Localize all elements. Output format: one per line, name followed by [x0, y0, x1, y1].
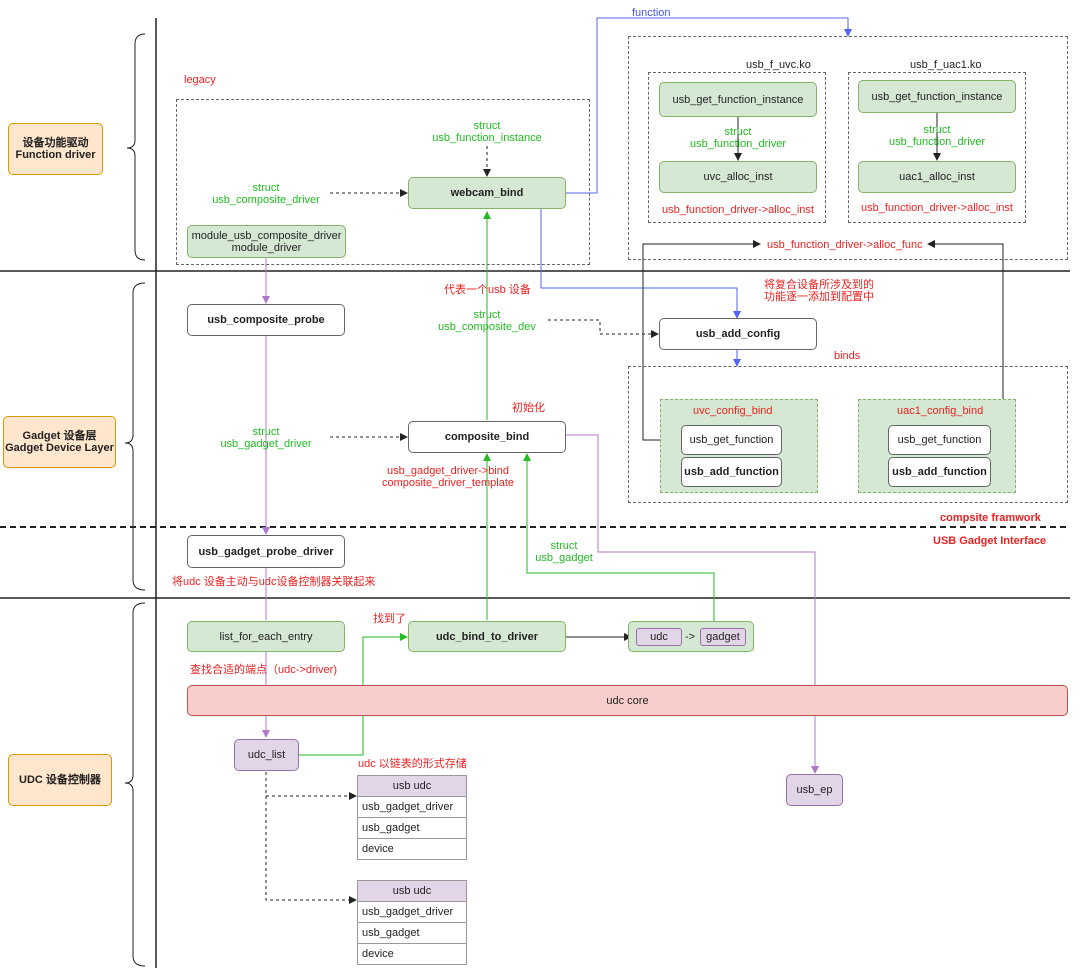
usb-udc-table: usb udc usb_gadget_driver usb_gadget dev…: [357, 880, 467, 965]
legacy-region: [176, 99, 590, 265]
udc-bind-to-driver: udc_bind_to_driver: [408, 621, 566, 652]
layer-gadget-device: Gadget 设备层 Gadget Device Layer: [3, 416, 116, 468]
uvc-get-function-instance: usb_get_function_instance: [659, 82, 817, 117]
brace: [124, 602, 146, 967]
usb-add-config: usb_add_config: [659, 318, 817, 350]
struct-usb-composite-driver: struct usb_composite_driver: [212, 182, 320, 206]
table-row: usb_gadget_driver: [358, 797, 466, 818]
usb-composite-probe: usb_composite_probe: [187, 304, 345, 336]
connector: [540, 209, 741, 319]
usb-gadget-probe-driver: usb_gadget_probe_driver: [187, 535, 345, 568]
gadget-node: gadget: [700, 628, 746, 646]
usb-udc-table: usb udc usb_gadget_driver usb_gadget dev…: [357, 775, 467, 860]
uac1-usb-add-function: usb_add_function: [888, 457, 991, 487]
find-match-label: 查找合适的端点（udc->driver): [190, 664, 337, 676]
binds-label: binds: [834, 350, 861, 362]
uac1-usb-get-function: usb_get_function: [888, 425, 991, 455]
table-row: device: [362, 948, 394, 960]
module-driver: module_usb_composite_driver module_drive…: [187, 225, 346, 258]
associate-note: 将udc 设备主动与udc设备控制器关联起来: [172, 576, 376, 588]
table-row: usb_gadget: [358, 923, 466, 944]
table-row: usb_gadget_driver: [358, 902, 466, 923]
uvc-usb-get-function: usb_get_function: [681, 425, 782, 455]
function-label: function: [632, 7, 671, 19]
uvc-module-region: [648, 72, 826, 223]
compsite-framwork-label: compsite framwork: [940, 512, 1041, 524]
alloc-inst-label: usb_function_driver->alloc_inst: [662, 204, 814, 216]
usb-f-uac1-label: usb_f_uac1.ko: [910, 59, 982, 71]
usb-gadget-interface-label: USB Gadget Interface: [933, 535, 1047, 547]
binds-region: [628, 366, 1068, 503]
udc-list: udc_list: [234, 739, 299, 771]
add-config-note: 将复合设备所涉及到的 功能逐一添加到配置中: [764, 279, 874, 303]
uvc-config-bind: uvc_config_bind: [693, 405, 773, 417]
struct-usb-gadget-driver: struct usb_gadget_driver: [220, 426, 312, 450]
struct-usb-composite-dev: struct usb_composite_dev: [438, 309, 536, 333]
table-header: usb udc: [358, 881, 466, 902]
uac1-get-function-instance: usb_get_function_instance: [858, 80, 1016, 113]
table-row: device: [362, 843, 394, 855]
alloc-inst-label: usb_function_driver->alloc_inst: [861, 202, 1013, 214]
struct-usb-function-instance: struct usb_function_instance: [432, 120, 542, 144]
table-header: usb udc: [358, 776, 466, 797]
uac1-module-region: [848, 72, 1026, 223]
usb-f-uvc-label: usb_f_uvc.ko: [746, 59, 811, 71]
struct-usb-function-driver: struct usb_function_driver: [689, 126, 786, 150]
udc-core: udc core: [187, 685, 1068, 716]
uvc-usb-add-function: usb_add_function: [681, 457, 782, 487]
found-label: 找到了: [373, 613, 406, 625]
alloc-func-label: usb_function_driver->alloc_func: [767, 239, 923, 251]
connector: [265, 796, 357, 904]
connector: [566, 17, 852, 194]
struct-usb-gadget: struct usb_gadget: [535, 540, 593, 564]
connector: [548, 319, 659, 338]
webcam-bind: webcam_bind: [408, 177, 566, 209]
connector: [566, 434, 819, 774]
layer-udc-controller: UDC 设备控制器: [8, 754, 112, 806]
list-for-each-entry: list_for_each_entry: [187, 621, 345, 652]
uvc-alloc-inst: uvc_alloc_inst: [659, 161, 817, 193]
udc-list-note: udc 以链表的形式存储: [358, 758, 467, 770]
connector: [265, 772, 357, 800]
bind-template-label: usb_gadget_driver->bind composite_driver…: [381, 465, 515, 489]
layer-function-driver: 设备功能驱动 Function driver: [8, 123, 103, 175]
legacy-label: legacy: [184, 74, 216, 86]
function-region: [628, 36, 1068, 260]
table-row: usb_gadget: [358, 818, 466, 839]
represents-usb-device-label: 代表一个usb 设备: [444, 284, 531, 296]
usb-ep: usb_ep: [786, 774, 843, 806]
uac1-config-bind: uac1_config_bind: [897, 405, 984, 417]
arrow-label: ->: [685, 631, 696, 643]
composite-bind: composite_bind: [408, 421, 566, 453]
udc-node: udc: [636, 628, 682, 646]
struct-usb-function-driver: struct usb_function_driver: [888, 124, 985, 148]
init-label: 初始化: [512, 402, 545, 414]
connector: [523, 453, 715, 636]
brace: [126, 33, 146, 261]
uac1-alloc-inst: uac1_alloc_inst: [858, 161, 1016, 193]
brace: [124, 282, 146, 591]
